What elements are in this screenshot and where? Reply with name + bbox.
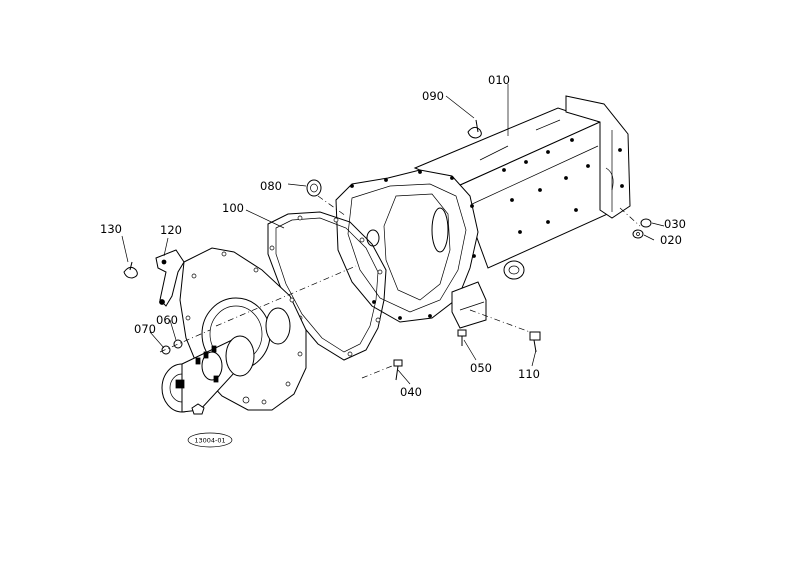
washer-030 [640,218,652,228]
bolt-110 [529,331,541,353]
part-number-060: 060 [156,313,178,327]
leader-lines [121,84,665,385]
transmission-case [413,95,631,280]
part-number-080: 080 [260,179,282,193]
part-number-120: 120 [160,223,182,237]
diagram-reference-number: 13004-01 [194,437,225,445]
part-number-010: 010 [488,73,510,87]
starter-motor [161,335,255,415]
nut-020 [632,229,644,239]
alignment-lines [159,195,641,379]
clip-130 [123,261,138,279]
part-number-100: 100 [222,201,244,215]
part-number-050: 050 [470,361,492,375]
part-number-090: 090 [422,89,444,103]
bolt-050 [457,329,467,346]
diagram-reference-badge: 13004-01 [187,432,233,448]
part-number-070: 070 [134,322,156,336]
part-number-110: 110 [518,367,540,381]
bracket-120 [155,249,185,307]
part-number-020: 020 [660,233,682,247]
part-number-130: 130 [100,222,122,236]
clutch-housing [335,169,487,329]
part-number-040: 040 [400,385,422,399]
stud-060 [173,339,183,349]
part-number-030: 030 [664,217,686,231]
clip-090 [467,119,482,139]
seal-080 [306,179,322,197]
bolt-040 [393,359,403,381]
